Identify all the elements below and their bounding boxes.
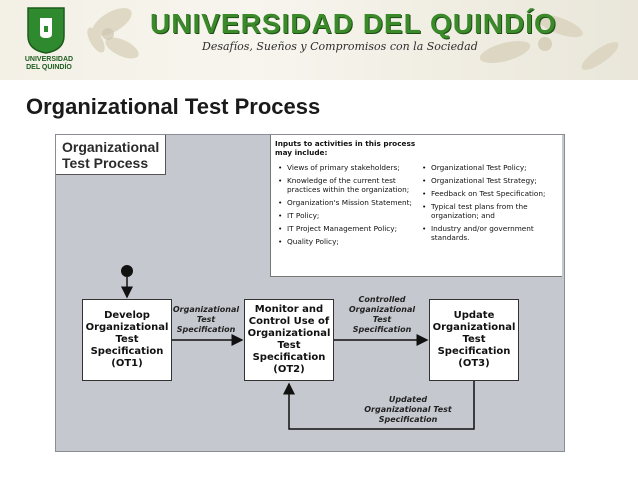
input-item: Quality Policy; <box>277 237 417 246</box>
flow-label-ot2-ot3: Controlled Organizational Test Specifica… <box>348 295 416 334</box>
process-box-label: Develop Organizational Test Specificatio… <box>85 310 169 369</box>
inputs-intro: Inputs to activities in this process may… <box>275 139 416 157</box>
header-banner: UNIVERSIDAD DEL QUINDÍO UNIVERSIDAD DEL … <box>0 0 638 80</box>
flow-label-ot1-ot2: Organizational Test Specification <box>172 305 240 334</box>
inputs-panel: Inputs to activities in this process may… <box>270 135 562 277</box>
slide-title: Organizational Test Process <box>26 94 321 119</box>
input-item: Knowledge of the current test practices … <box>277 176 417 194</box>
input-item: IT Policy; <box>277 211 417 220</box>
input-item: Organizational Test Policy; <box>421 163 561 172</box>
diagram-frame-title: Organizational Test Process <box>56 135 166 175</box>
university-logo-icon <box>27 7 65 54</box>
process-box-ot1: Develop Organizational Test Specificatio… <box>82 299 172 381</box>
floral-decoration <box>87 8 619 70</box>
flow-label-feedback: Updated Organizational Test Specificatio… <box>364 395 452 424</box>
input-item: Typical test plans from the organization… <box>421 202 561 220</box>
input-item: IT Project Management Policy; <box>277 224 417 233</box>
input-item: Organization's Mission Statement; <box>277 198 417 207</box>
flow-arrows <box>121 265 475 430</box>
arrow-ot3-ot2-feedback <box>283 381 475 430</box>
inputs-list-left: Views of primary stakeholders; Knowledge… <box>277 163 417 250</box>
university-name: UNIVERSIDAD DEL QUINDÍO <box>150 8 557 39</box>
input-item: Feedback on Test Specification; <box>421 189 561 198</box>
university-motto: Desafíos, Sueños y Compromisos con la So… <box>202 40 478 53</box>
process-box-label: Monitor and Control Use of Organizationa… <box>247 304 331 375</box>
process-box-ot3: Update Organizational Test Specification… <box>429 299 519 381</box>
process-diagram: Organizational Test Process Inputs to ac… <box>55 134 565 452</box>
process-box-ot2: Monitor and Control Use of Organizationa… <box>244 299 334 381</box>
input-item: Views of primary stakeholders; <box>277 163 417 172</box>
process-box-label: Update Organizational Test Specification… <box>432 310 516 369</box>
input-item: Organizational Test Strategy; <box>421 176 561 185</box>
inputs-list-right: Organizational Test Policy; Organization… <box>421 163 561 246</box>
start-node <box>121 265 133 277</box>
input-item: Industry and/or government standards. <box>421 224 561 242</box>
logo-caption: UNIVERSIDAD DEL QUINDÍO <box>24 56 74 71</box>
